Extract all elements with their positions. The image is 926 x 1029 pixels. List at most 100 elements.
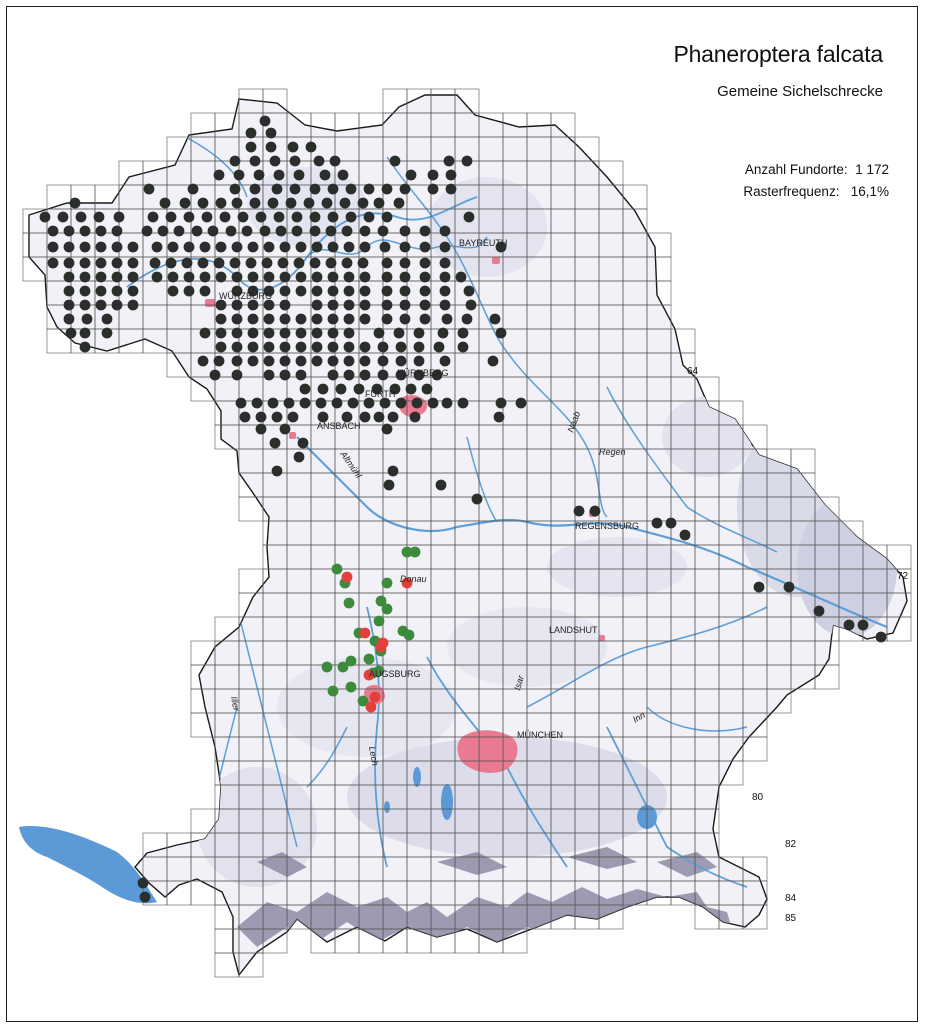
record-dot-old: [341, 411, 353, 423]
record-dot-old: [151, 271, 163, 283]
record-dot-old: [345, 211, 357, 223]
record-dot-old: [183, 271, 195, 283]
record-dot-old: [191, 225, 203, 237]
record-dot-old: [263, 355, 275, 367]
record-dot-old: [463, 211, 475, 223]
record-dot-old: [291, 225, 303, 237]
record-dot-old: [439, 241, 451, 253]
record-dot-old: [225, 225, 237, 237]
record-dot-old: [359, 241, 371, 253]
record-dot-old: [229, 257, 241, 269]
record-dot-old: [179, 197, 191, 209]
record-dot-old: [399, 183, 411, 195]
record-dot-old: [381, 313, 393, 325]
record-dot-old: [199, 271, 211, 283]
record-dot-old: [63, 257, 75, 269]
record-dot-old: [167, 285, 179, 297]
record-dot-old: [783, 581, 795, 593]
record-dot-old: [309, 225, 321, 237]
record-dot-old: [335, 383, 347, 395]
record-dot-old: [377, 355, 389, 367]
record-dot-old: [201, 211, 213, 223]
record-dot-recent: [337, 661, 349, 673]
record-dot-old: [39, 211, 51, 223]
record-dot-old: [271, 411, 283, 423]
record-dot-old: [79, 225, 91, 237]
record-dot-old: [353, 383, 365, 395]
record-dot-old: [433, 341, 445, 353]
record-dot-old: [309, 257, 321, 269]
grid-number-72: 72: [897, 571, 909, 582]
record-dot-old: [79, 241, 91, 253]
record-dot-old: [95, 285, 107, 297]
record-dot-old: [381, 285, 393, 297]
record-dot-old: [427, 397, 439, 409]
record-dot-old: [247, 341, 259, 353]
record-dot-old: [331, 397, 343, 409]
stat-frequency-row: Rasterfrequenz: 16,1%: [743, 181, 889, 203]
record-dot-old: [231, 341, 243, 353]
record-dot-old: [339, 197, 351, 209]
record-dot-old: [463, 285, 475, 297]
record-dot-old: [363, 211, 375, 223]
record-dot-old: [275, 225, 287, 237]
record-dot-old: [75, 211, 87, 223]
record-dot-old: [381, 257, 393, 269]
record-dot-old: [111, 285, 123, 297]
record-dot-old: [265, 127, 277, 139]
record-dot-old: [263, 313, 275, 325]
record-dot-old: [249, 155, 261, 167]
record-dot-old: [279, 423, 291, 435]
record-dot-old: [387, 411, 399, 423]
record-dot-old: [199, 241, 211, 253]
record-dot-old: [241, 225, 253, 237]
record-dot-old: [111, 225, 123, 237]
record-dot-recent: [401, 546, 413, 558]
record-dots: [39, 115, 887, 903]
record-dot-old: [359, 341, 371, 353]
record-dot-old: [279, 313, 291, 325]
record-dot-old: [327, 341, 339, 353]
record-dot-old: [215, 313, 227, 325]
river-label-iller: Iller: [229, 696, 242, 713]
record-dot-old: [197, 197, 209, 209]
record-dot-old: [441, 313, 453, 325]
record-dot-old: [399, 241, 411, 253]
record-dot-old: [875, 631, 887, 643]
record-dot-old: [311, 299, 323, 311]
record-dot-old: [359, 411, 371, 423]
record-dot-old: [247, 299, 259, 311]
record-dot-old: [455, 271, 467, 283]
record-dot-old: [141, 225, 153, 237]
record-dot-old: [413, 327, 425, 339]
record-dot-old: [95, 225, 107, 237]
record-dot-old: [465, 299, 477, 311]
record-dot-old: [405, 383, 417, 395]
record-dot-old: [279, 327, 291, 339]
record-dot-old: [377, 341, 389, 353]
record-dot-old: [413, 369, 425, 381]
record-dot-old: [419, 225, 431, 237]
record-dot-old: [293, 257, 305, 269]
record-dot-old: [95, 257, 107, 269]
record-dot-old: [413, 355, 425, 367]
record-dot-old: [289, 183, 301, 195]
record-dot-old: [395, 341, 407, 353]
record-dot-old: [137, 877, 149, 889]
record-dot-old: [47, 225, 59, 237]
city-label-fuerth: FÜRTH: [365, 389, 395, 399]
record-dot-recent: [345, 655, 357, 667]
record-dot-old: [127, 257, 139, 269]
record-dot-old: [395, 369, 407, 381]
record-dot-old: [287, 411, 299, 423]
record-dot-old: [247, 241, 259, 253]
record-dot-old: [143, 183, 155, 195]
record-dot-old: [383, 479, 395, 491]
record-dot-old: [219, 211, 231, 223]
record-dot-recent: [409, 546, 421, 558]
record-dot-old: [373, 327, 385, 339]
map-frame: BAYREUTH WÜRZBURG NÜRNBERG FÜRTH ANSBACH…: [6, 6, 918, 1022]
record-dot-old: [753, 581, 765, 593]
record-dot-old: [363, 183, 375, 195]
record-dot-old: [231, 327, 243, 339]
